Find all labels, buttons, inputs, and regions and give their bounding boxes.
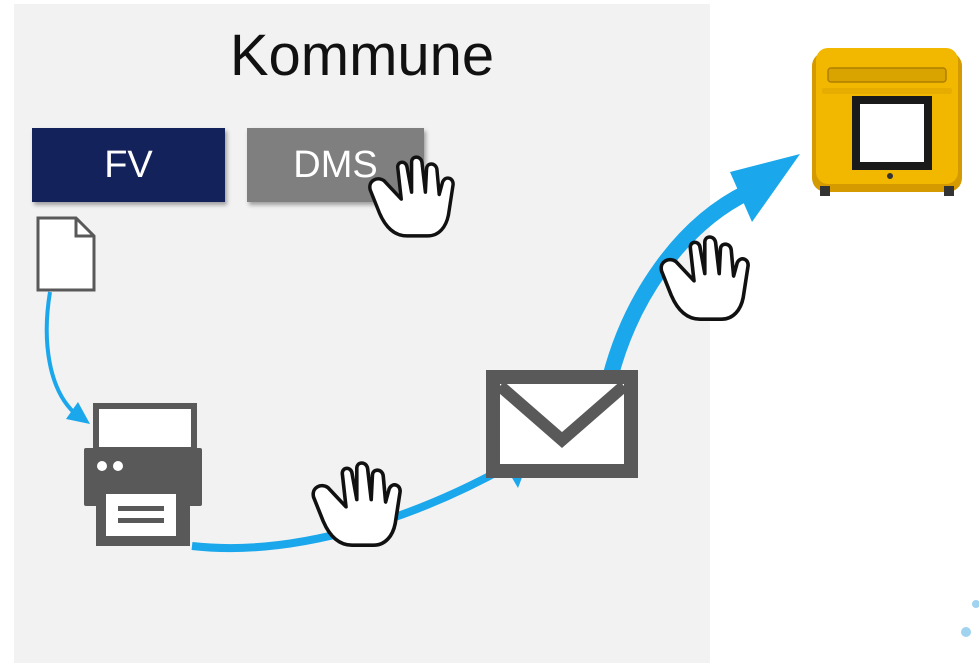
- hand-icon-dms: [368, 155, 455, 238]
- mailbox-icon: [812, 48, 962, 196]
- decorative-dots: [961, 600, 979, 637]
- document-icon: [36, 216, 96, 292]
- fv-label: FV: [104, 143, 153, 186]
- fv-box: FV: [32, 128, 225, 202]
- kommune-title: Kommune: [229, 23, 495, 88]
- arrow-doc-to-printer: [44, 291, 90, 424]
- envelope-icon: [486, 370, 638, 478]
- printer-icon: [84, 403, 202, 546]
- kommune-panel: [14, 4, 710, 663]
- dms-label: DMS: [293, 143, 378, 186]
